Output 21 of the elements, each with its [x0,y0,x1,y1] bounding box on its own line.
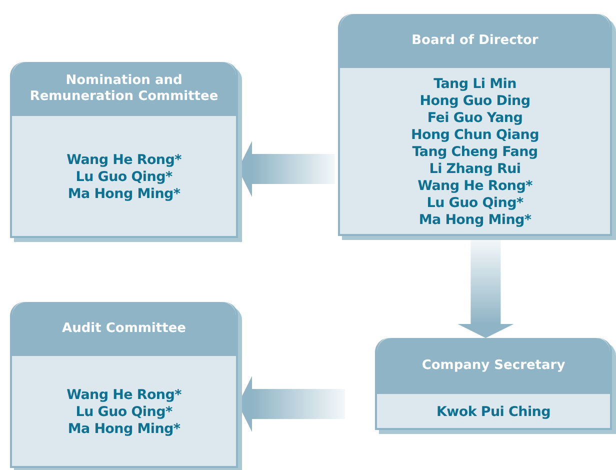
member-name: Fei Guo Yang [427,110,523,126]
member-name: Li Zhang Rui [429,160,521,178]
member-name: Ma Hong Ming* [418,212,532,228]
member-name: Kwok Pui Ching [436,404,550,420]
member-name: Ma Hong Ming* [68,420,180,438]
member-name: Tang Li Min [434,76,516,92]
member-name: Hong Guo Ding [420,92,530,110]
member-name: Wang He Rong* [66,152,182,168]
box-heading: Nomination and Remuneration Committee [12,62,236,116]
box-heading: Board of Director [340,14,610,68]
member-name: Lu Guo Qing* [426,194,524,212]
member-name: Lu Guo Qing* [76,404,172,420]
arrow [458,240,514,338]
member-name: Wang He Rong* [66,386,182,404]
box-heading: Company Secretary [377,338,610,394]
member-name: Lu Guo Qing* [76,168,172,186]
member-name: Tang Cheng Fang [412,144,538,160]
member-name: Hong Chun Qiang [411,126,539,144]
member-name: Ma Hong Ming* [68,186,180,202]
box-heading: Audit Committee [12,302,236,356]
member-name: Wang He Rong* [418,178,532,194]
